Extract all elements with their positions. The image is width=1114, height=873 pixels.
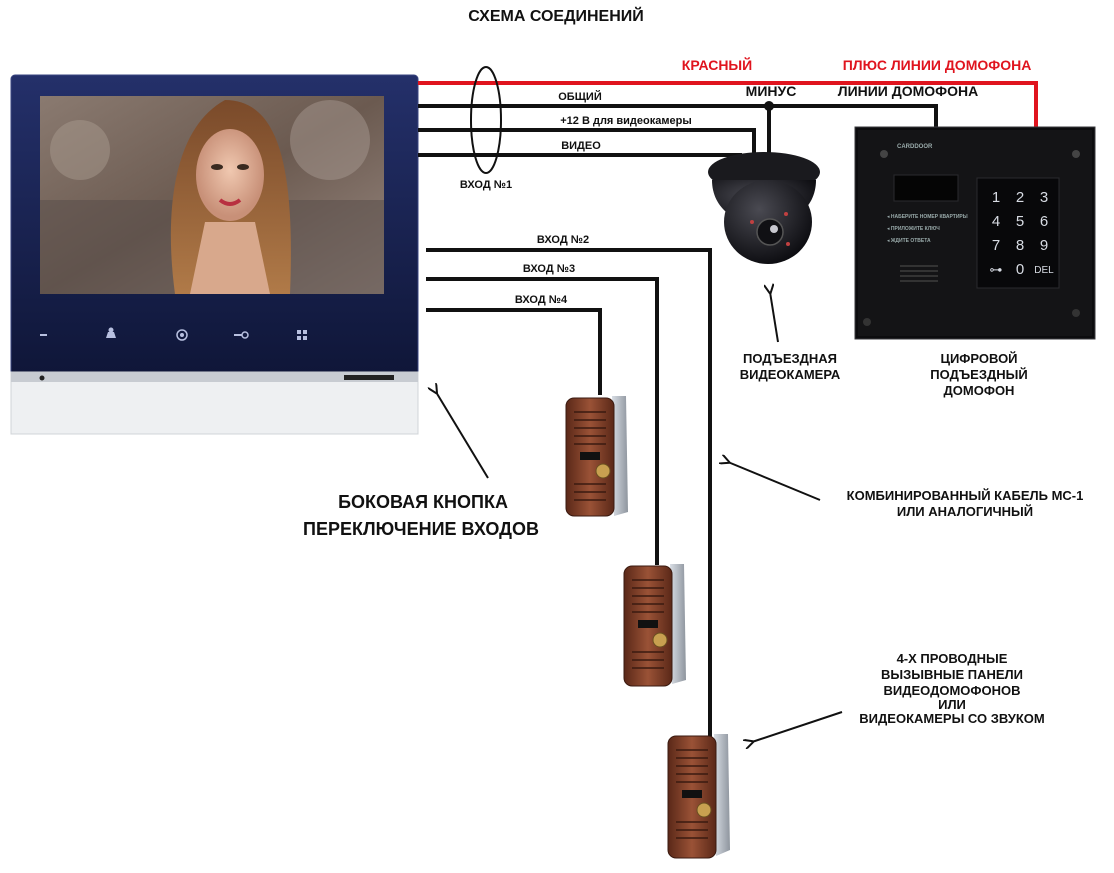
power-wire-label: +12 В для видеокамеры — [560, 115, 692, 127]
camera-caption-line1: ПОДЪЕЗДНАЯ — [743, 351, 837, 366]
monitor-buttons — [40, 327, 307, 341]
intercom-caption-line3: ДОМОФОН — [944, 383, 1015, 398]
key-icon[interactable] — [234, 331, 249, 339]
common-wire — [418, 104, 938, 128]
panels-caption-line1: 4-Х ПРОВОДНЫЕ — [897, 651, 1008, 666]
user-icon[interactable] — [106, 327, 116, 339]
red-wire — [418, 81, 1038, 128]
panels-arrow — [752, 711, 843, 742]
plus-line-label: ПЛЮС ЛИНИИ ДОМОФОНА — [843, 57, 1032, 73]
call-panel-3 — [667, 734, 730, 859]
side-button-arrow — [436, 392, 489, 479]
keypad[interactable] — [976, 177, 1060, 289]
key-2[interactable]: 2 — [1016, 189, 1024, 206]
panels-caption-line4: ИЛИ — [938, 697, 966, 712]
svg-text:CARDDOOR: CARDDOOR — [897, 144, 933, 150]
svg-text:◂ НАБЕРИТЕ НОМЕР КВАРТИРЫ: ◂ НАБЕРИТЕ НОМЕР КВАРТИРЫ — [887, 214, 968, 220]
minus-label: МИНУС — [746, 83, 797, 99]
call-button[interactable] — [595, 463, 611, 479]
panels-caption-line3: ВИДЕОДОМОФОНОВ — [883, 683, 1020, 698]
svg-text:◂ ЖДИТЕ ОТВЕТА: ◂ ЖДИТЕ ОТВЕТА — [887, 238, 931, 244]
key-icon-button[interactable]: ⊶ — [990, 262, 1003, 277]
record-icon[interactable] — [176, 329, 188, 341]
svg-text:◂ ПРИЛОЖИТЕ КЛЮЧ: ◂ ПРИЛОЖИТЕ КЛЮЧ — [887, 226, 940, 232]
input4-label: ВХОД №4 — [515, 294, 568, 306]
common-wire-label: ОБЩИЙ — [558, 90, 602, 103]
call-button[interactable] — [696, 802, 712, 818]
monitor-screen — [40, 96, 384, 294]
camera-caption-line2: ВИДЕОКАМЕРА — [740, 367, 841, 382]
keypad-keys[interactable]: 1 2 3 4 5 6 7 8 9 ⊶ 0 DEL — [990, 189, 1055, 278]
entrance-video-camera — [708, 152, 820, 264]
call-panel-1 — [565, 396, 628, 517]
intercom-caption-line2: ПОДЪЕЗДНЫЙ — [930, 367, 1027, 382]
key-6[interactable]: 6 — [1040, 213, 1048, 230]
key-del[interactable]: DEL — [1034, 265, 1054, 276]
input1-bundle-ellipse — [470, 66, 502, 174]
video-monitor — [10, 74, 419, 435]
video-wire-label: ВИДЕО — [561, 140, 601, 152]
key-5[interactable]: 5 — [1016, 213, 1024, 230]
panels-caption-line5: ВИДЕОКАМЕРЫ СО ЗВУКОМ — [859, 711, 1044, 726]
key-8[interactable]: 8 — [1016, 237, 1024, 254]
key-7[interactable]: 7 — [992, 237, 1000, 254]
cable-caption-line2: ИЛИ АНАЛОГИЧНЫЙ — [897, 504, 1033, 519]
key-9[interactable]: 9 — [1040, 237, 1048, 254]
red-wire-label: КРАСНЫЙ — [682, 56, 752, 73]
digital-entrance-intercom: CARDDOOR ◂ НАБЕРИТЕ НОМЕР КВАРТИРЫ ◂ ПРИ… — [854, 126, 1096, 340]
input1-label: ВХОД №1 — [460, 179, 512, 191]
camera-arrow — [770, 292, 779, 343]
key-1[interactable]: 1 — [992, 189, 1000, 206]
side-button-caption-line1: БОКОВАЯ КНОПКА — [338, 492, 508, 512]
cable-arrow — [728, 462, 821, 501]
input2-wire — [426, 248, 712, 738]
input3-wire — [426, 277, 659, 565]
intercom-caption-line1: ЦИФРОВОЙ — [940, 351, 1017, 366]
cable-caption-line1: КОМБИНИРОВАННЫЙ КАБЕЛЬ МС-1 — [847, 488, 1084, 503]
power-wire — [418, 128, 756, 162]
minus-icon[interactable] — [40, 334, 47, 336]
key-3[interactable]: 3 — [1040, 189, 1048, 206]
call-panel-2 — [623, 564, 686, 687]
input2-label: ВХОД №2 — [537, 234, 589, 246]
input4-wire — [426, 308, 602, 395]
diagram-title: СХЕМА СОЕДИНЕНИЙ — [468, 6, 644, 25]
side-button-caption-line2: ПЕРЕКЛЮЧЕНИЕ ВХОДОВ — [303, 519, 539, 539]
menu-grid-icon[interactable] — [297, 330, 307, 340]
input3-label: ВХОД №3 — [523, 263, 575, 275]
video-wire — [418, 153, 742, 168]
key-0[interactable]: 0 — [1016, 261, 1024, 278]
intercom-line-label: ЛИНИИ ДОМОФОНА — [838, 83, 979, 99]
wires — [418, 66, 1038, 738]
call-button[interactable] — [652, 632, 668, 648]
panels-caption-line2: ВЫЗЫВНЫЕ ПАНЕЛИ — [881, 667, 1023, 682]
key-4[interactable]: 4 — [992, 213, 1000, 230]
